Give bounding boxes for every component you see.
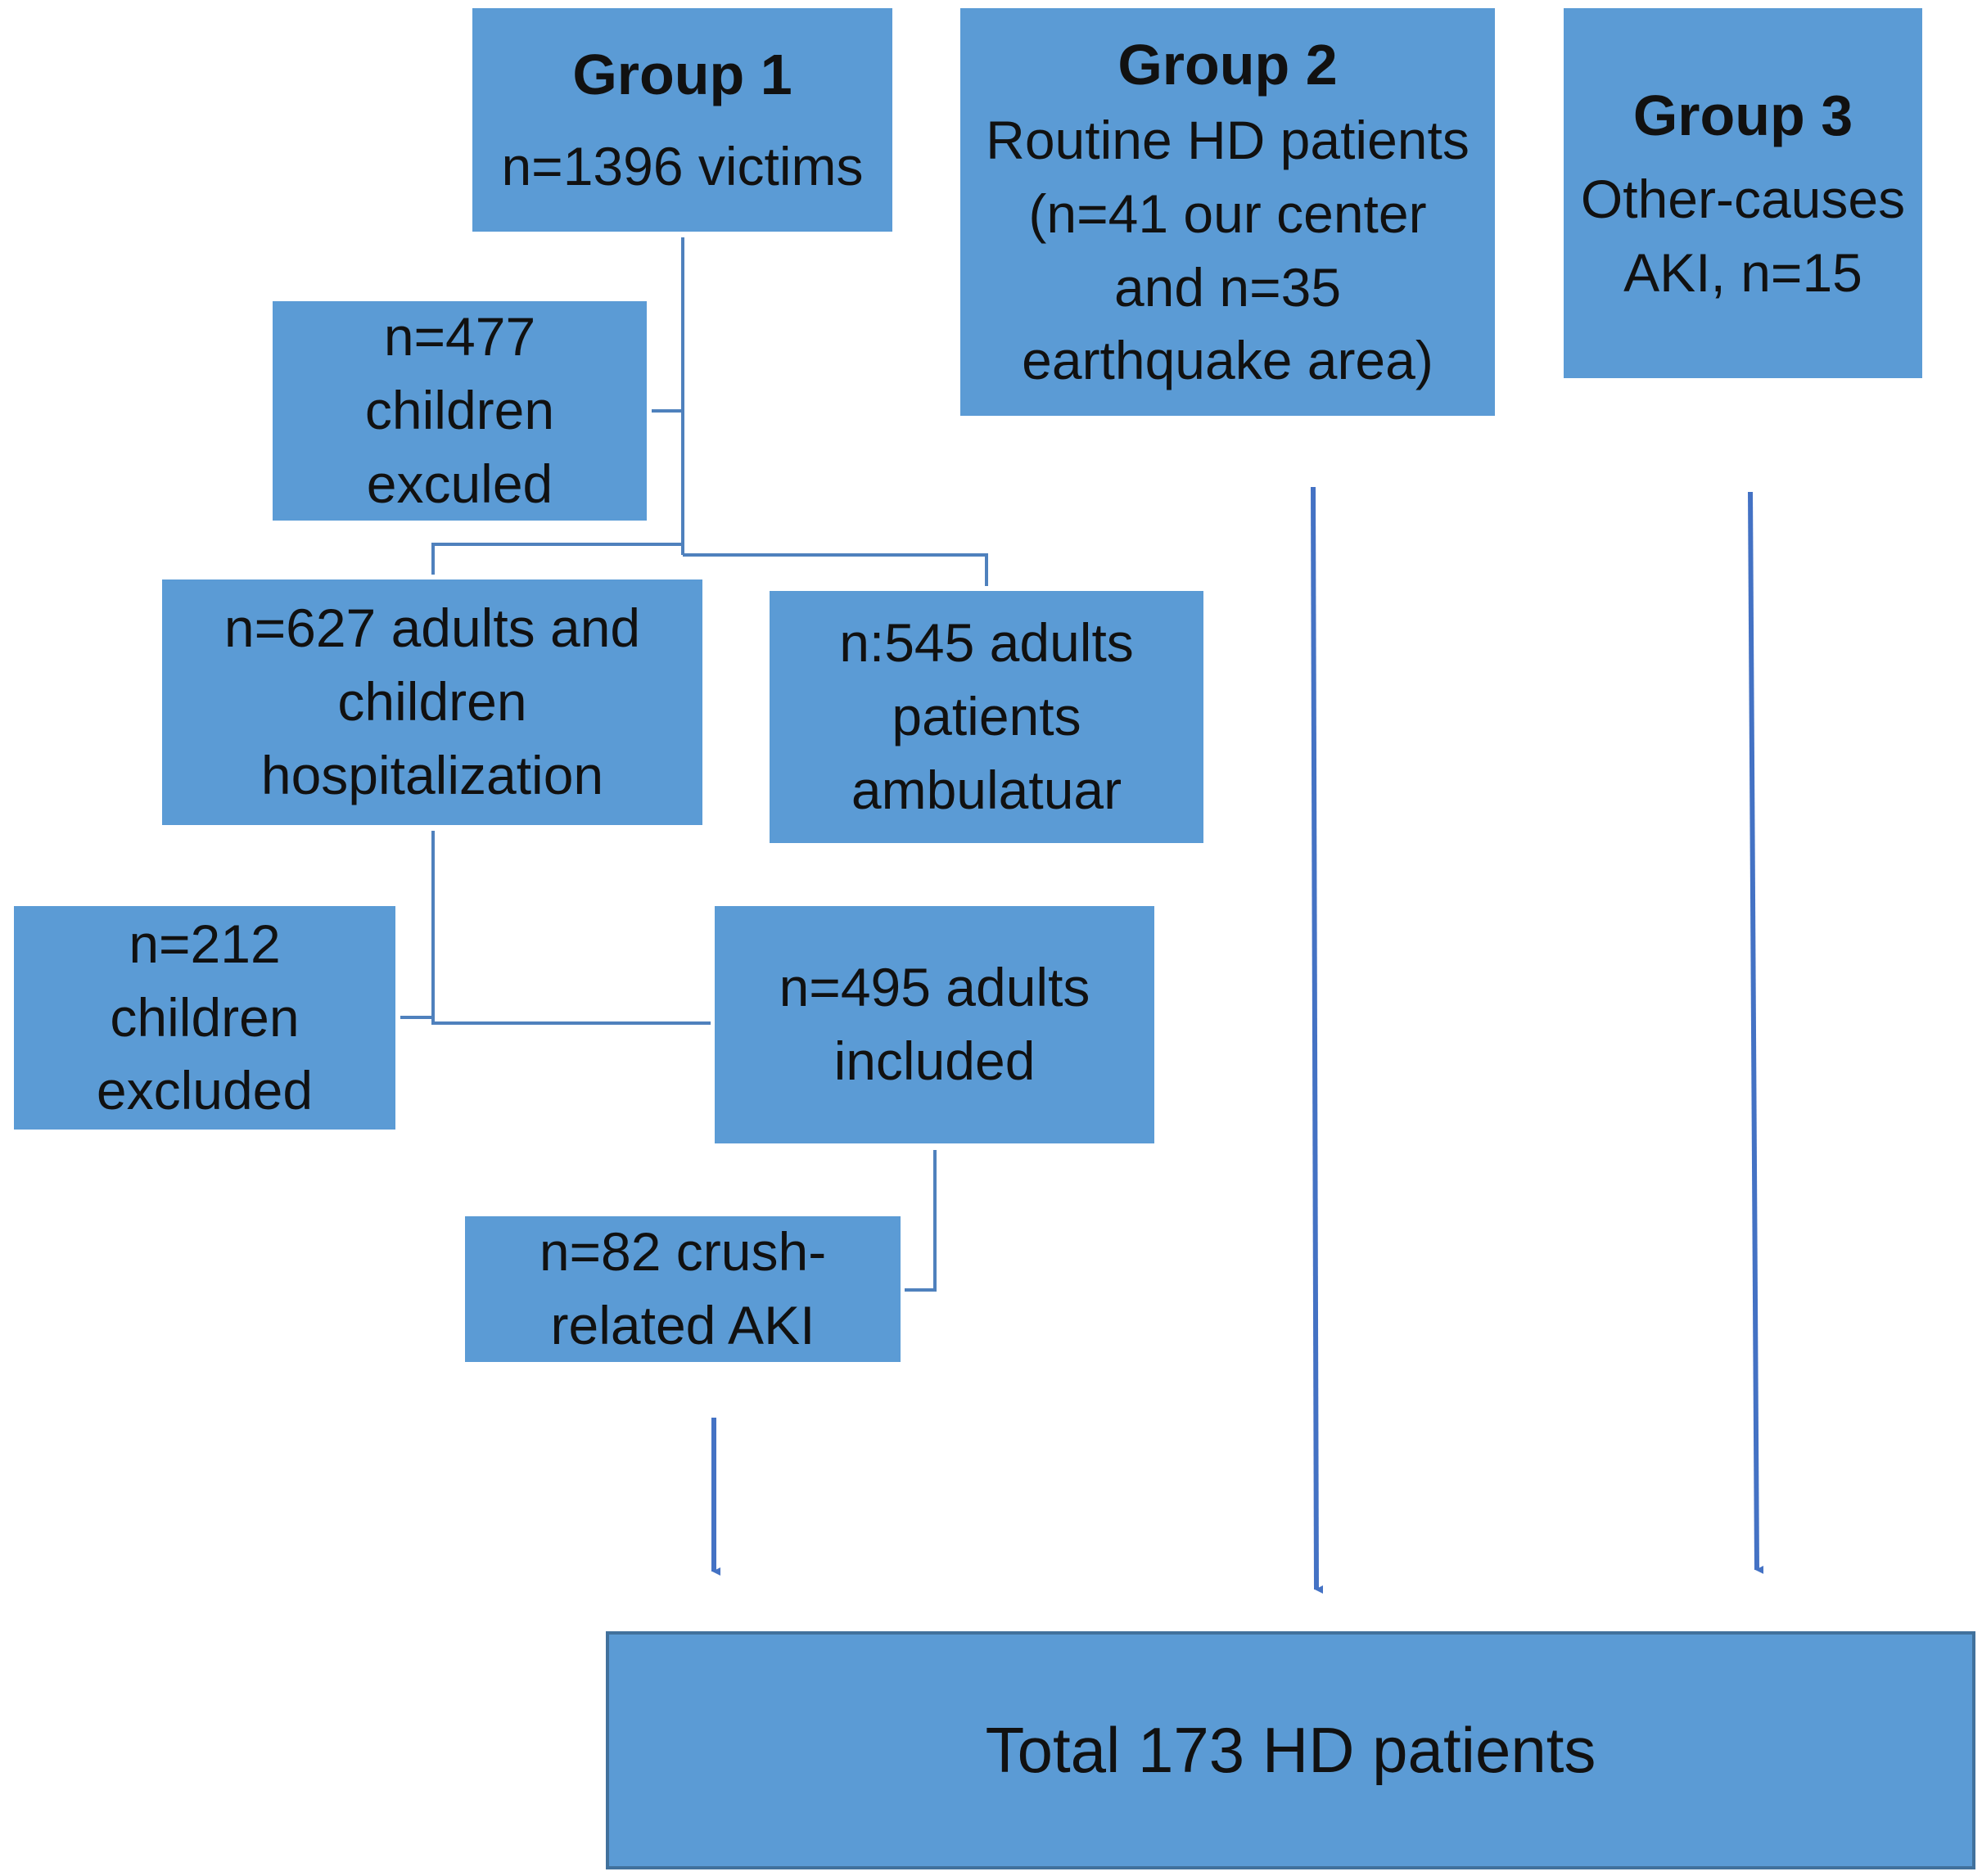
box-line: hospitalization bbox=[260, 744, 604, 805]
box-line: n=477 bbox=[383, 306, 536, 368]
group3-line: AKI, n=15 bbox=[1623, 241, 1862, 303]
crush-related-aki-82-box: n=82 crush- related AKI bbox=[465, 1216, 901, 1362]
box-line: patients bbox=[892, 686, 1081, 747]
arrow-group3-to-total bbox=[1748, 491, 1764, 1574]
group2-box: Group 2 Routine HD patients (n=41 our ce… bbox=[960, 8, 1495, 416]
group2-line: earthquake area) bbox=[1022, 330, 1433, 391]
connector-to-crush-82 bbox=[905, 1150, 937, 1292]
box-line: n=82 crush- bbox=[539, 1221, 827, 1283]
box-line: children bbox=[364, 380, 555, 441]
box-line: children bbox=[337, 671, 527, 733]
arrows bbox=[711, 486, 1764, 1594]
children-excluded-477-box: n=477 children exculed bbox=[273, 301, 647, 521]
group2-heading: Group 2 bbox=[1117, 32, 1338, 97]
box-line: n=627 adults and bbox=[223, 598, 641, 659]
connector-to-ambulatory-545 bbox=[683, 553, 988, 586]
connector-hospitalization-down bbox=[431, 831, 711, 1025]
box-line: included bbox=[833, 1030, 1036, 1091]
total-line: Total 173 HD patients bbox=[985, 1714, 1596, 1787]
group1-box: Group 1 n=1396 victims bbox=[472, 8, 892, 232]
box-line: ambulatuar bbox=[851, 759, 1122, 820]
ambulatory-545-box: n:545 adults patients ambulatuar bbox=[770, 591, 1203, 843]
box-line: related AKI bbox=[550, 1295, 815, 1355]
group1-heading: Group 1 bbox=[572, 43, 792, 107]
connector-to-hospitalization-627 bbox=[431, 543, 683, 575]
group3-box: Group 3 Other-causes AKI, n=15 bbox=[1564, 8, 1922, 378]
group2-line: and n=35 bbox=[1113, 256, 1342, 318]
children-excluded-212-box: n=212 children excluded bbox=[14, 906, 395, 1130]
group3-heading: Group 3 bbox=[1632, 83, 1853, 147]
total-hd-patients-box: Total 173 HD patients bbox=[606, 1631, 1975, 1869]
group2-line: (n=41 our center bbox=[1028, 183, 1427, 244]
group2-line: Routine HD patients bbox=[986, 110, 1470, 171]
arrow-group2-to-total bbox=[1311, 486, 1324, 1594]
hospitalization-627-box: n=627 adults and children hospitalizatio… bbox=[162, 579, 702, 825]
box-line: children bbox=[110, 986, 300, 1048]
group1-line: n=1396 victims bbox=[501, 136, 864, 197]
box-line: n=495 adults bbox=[779, 957, 1090, 1018]
connectors bbox=[400, 237, 988, 1292]
box-line: n:545 adults bbox=[839, 612, 1134, 674]
box-line: exculed bbox=[366, 453, 553, 514]
adults-included-495-box: n=495 adults included bbox=[715, 906, 1154, 1143]
box-line: excluded bbox=[96, 1060, 314, 1121]
group3-line: Other-causes bbox=[1580, 168, 1906, 229]
box-line: n=212 bbox=[129, 913, 281, 974]
